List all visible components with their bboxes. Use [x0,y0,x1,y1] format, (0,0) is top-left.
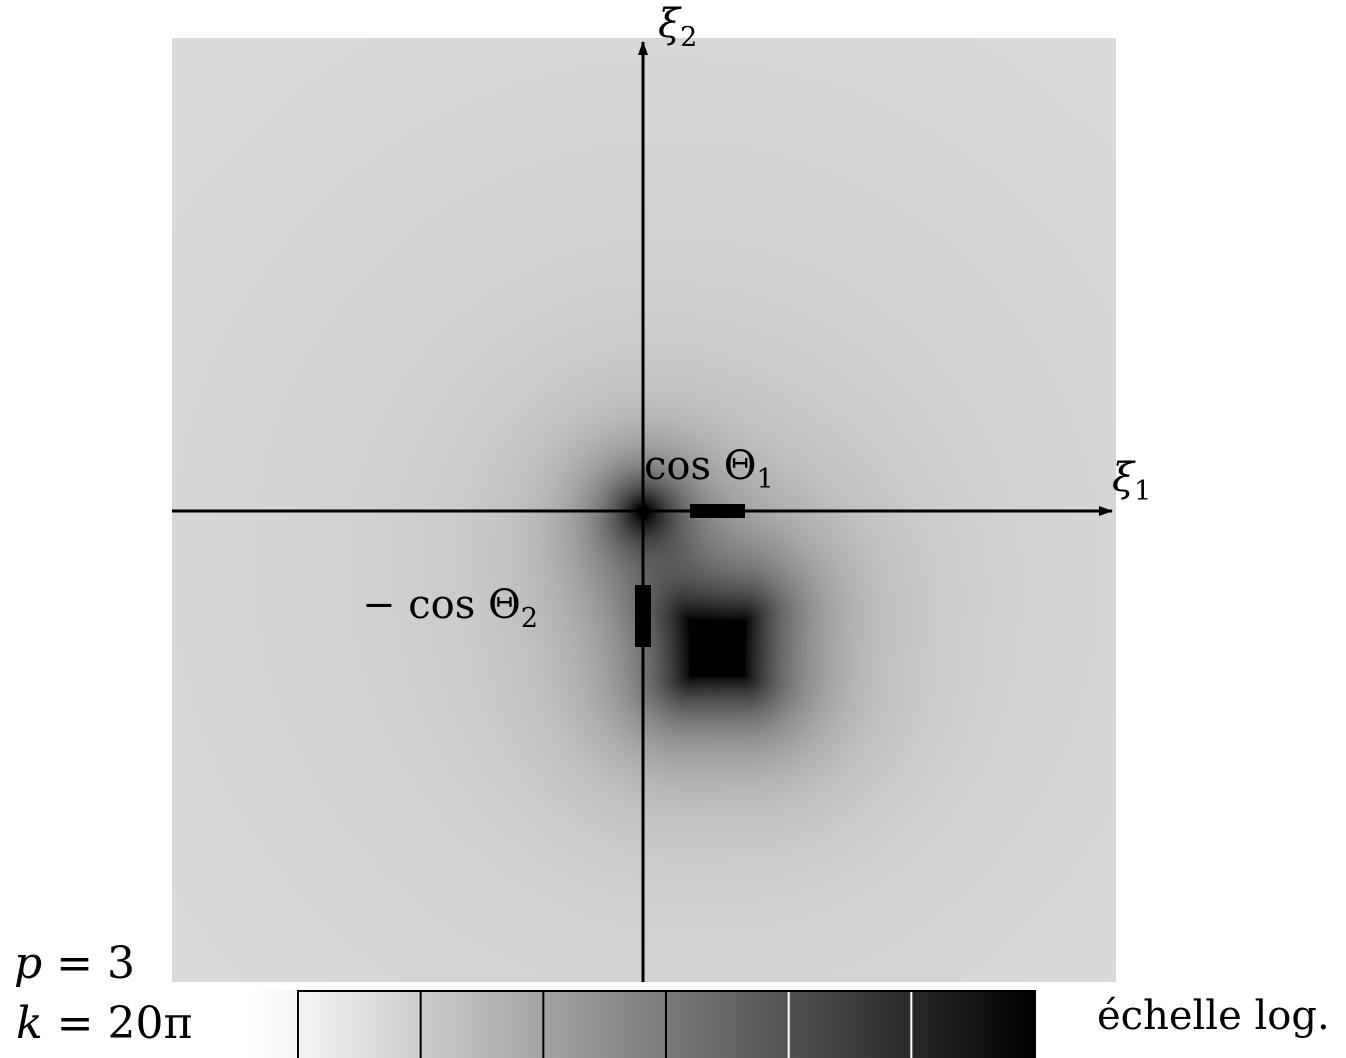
param-k: k = 20π [16,998,193,1049]
minus-cos-theta-2-mark [635,585,651,647]
colorbar [250,990,1036,1058]
colorbar-label: échelle log. [1097,993,1330,1039]
param-p: p = 3 [14,938,136,989]
xi1-axis-label: ξ1 [1112,455,1152,507]
colorbar-dividers [297,990,1035,1058]
xi2-axis-label: ξ2 [658,1,698,53]
cos-theta-1-label: cos Θ1 [644,443,774,495]
minus-cos-theta-2-label: − cos Θ2 [362,582,539,634]
cos-theta-1-mark [690,504,745,518]
colorbar-gradient [250,990,1036,1058]
